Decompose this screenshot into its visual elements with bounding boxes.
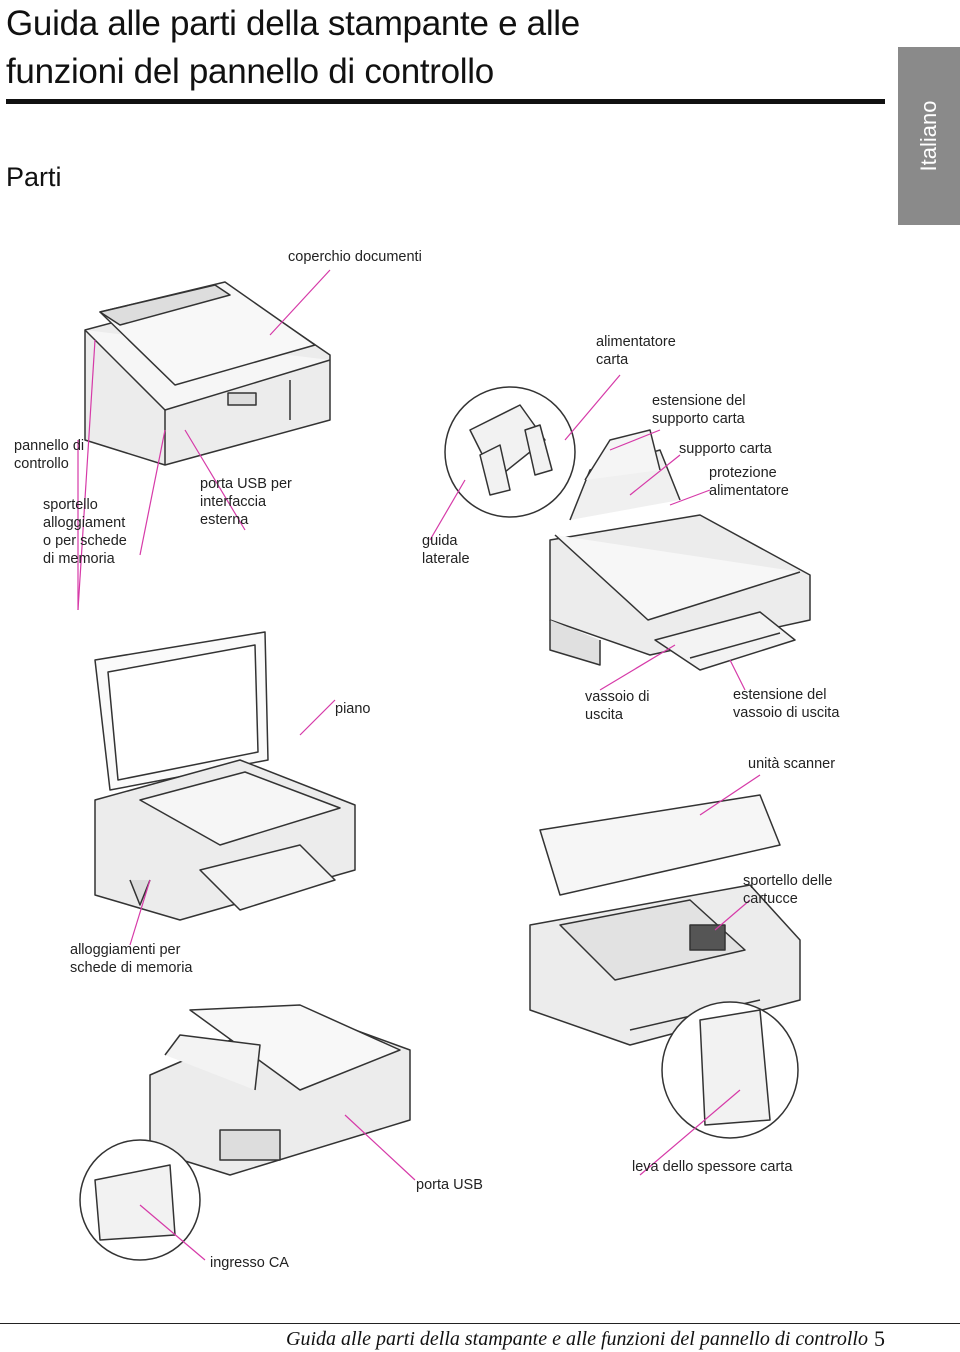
leader-lines [77, 269, 761, 1261]
footer-text: Guida alle parti della stampante e alle … [286, 1328, 868, 1350]
page-title-line-2: funzioni del pannello di controllo [6, 52, 494, 91]
label-edge-guide-line-2: laterale [422, 551, 470, 567]
label-output-tray-line-2: uscita [585, 707, 623, 723]
label-output-tray-extension-line-1: estensione del [733, 687, 827, 703]
label-output-tray: vassoio di uscita [585, 688, 649, 724]
label-control-panel-line-2: controllo [14, 456, 69, 472]
label-edge-guide: guida laterale [422, 532, 470, 568]
label-usb-interface-port-line-2: interfaccia [200, 494, 267, 510]
label-control-panel-line-1: pannello di [14, 438, 85, 454]
printer-paper-support-view [549, 429, 811, 671]
label-cartridge-cover-line-1: sportello delle [743, 873, 833, 889]
printer-rear-view [149, 1004, 411, 1176]
printer-front-view [84, 281, 331, 466]
label-cartridge-cover: sportello delle cartucce [743, 872, 832, 908]
label-document-table: piano [335, 701, 371, 717]
label-memory-card-door: sportello alloggiament o per schede di m… [43, 496, 127, 568]
label-output-tray-extension: estensione del vassoio di uscita [733, 686, 839, 722]
label-memory-card-slots: alloggiamenti per schede di memoria [70, 941, 193, 977]
title-rule [6, 99, 885, 104]
label-document-cover: coperchio documenti [288, 249, 422, 265]
label-usb-interface-port: porta USB per interfaccia esterna [200, 475, 292, 529]
label-memory-card-slots-line-2: schede di memoria [70, 960, 193, 976]
label-edge-guide-line-1: guida [422, 533, 458, 549]
label-paper-feeder: alimentatore carta [596, 333, 676, 369]
page-title: Guida alle parti della stampante e alle … [6, 0, 580, 96]
label-feeder-guard-line-2: alimentatore [709, 483, 789, 499]
page-number: 5 [874, 1326, 885, 1351]
printer-open-lid-view [94, 631, 356, 921]
label-memory-card-door-line-4: di memoria [43, 551, 115, 567]
label-memory-card-door-line-2: alloggiament [43, 515, 126, 531]
label-control-panel: pannello di controllo [14, 437, 84, 473]
label-output-tray-extension-line-2: vassoio di uscita [733, 705, 840, 721]
label-paper-feeder-line-2: carta [596, 352, 629, 368]
section-heading: Parti [6, 162, 62, 192]
printer-scanner-open-view [529, 794, 801, 1046]
label-memory-card-door-line-3: o per schede [43, 533, 127, 549]
label-memory-card-door-line-1: sportello [43, 497, 98, 513]
label-scanner-unit: unità scanner [748, 756, 836, 772]
label-paper-support: supporto carta [679, 441, 772, 457]
label-paper-feeder-line-1: alimentatore [596, 334, 676, 350]
label-usb-port: porta USB [416, 1177, 483, 1193]
label-feeder-guard-line-1: protezione [709, 465, 777, 481]
label-paper-support-extension: estensione del supporto carta [652, 392, 746, 428]
label-usb-interface-port-line-1: porta USB per [200, 476, 292, 492]
page-title-line-1: Guida alle parti della stampante e alle [6, 4, 580, 43]
label-ac-inlet: ingresso CA [210, 1255, 289, 1271]
label-output-tray-line-1: vassoio di [585, 689, 650, 705]
label-usb-interface-port-line-3: esterna [200, 512, 249, 528]
label-feeder-guard: protezione alimentatore [709, 464, 789, 500]
label-cartridge-cover-line-2: cartucce [743, 891, 798, 907]
label-thickness-lever: leva dello spessore carta [632, 1159, 793, 1175]
label-paper-support-extension-line-1: estensione del [652, 393, 746, 409]
footer-rule [0, 1323, 960, 1324]
language-tab[interactable]: Italiano [898, 47, 960, 225]
label-memory-card-slots-line-1: alloggiamenti per [70, 942, 181, 958]
label-paper-support-extension-line-2: supporto carta [652, 411, 745, 427]
